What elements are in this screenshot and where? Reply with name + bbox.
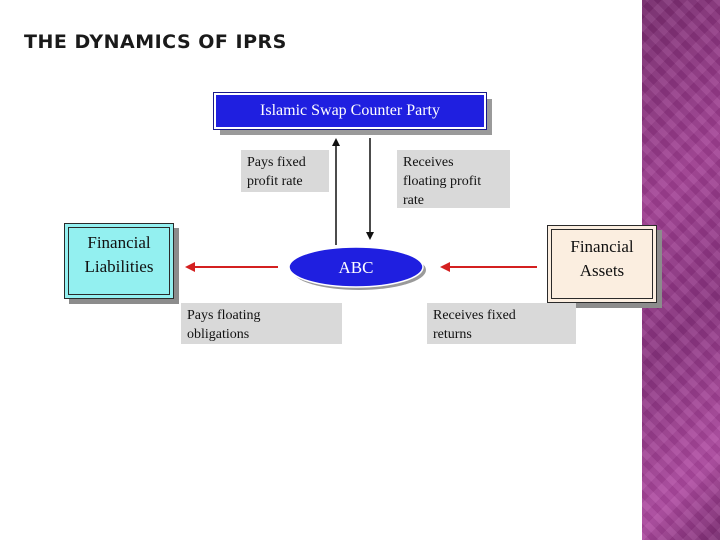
decorative-side-strip [642, 0, 720, 540]
pays-floating-label: Pays floating obligations [181, 303, 342, 344]
abc-label: ABC [339, 258, 374, 277]
receives-fixed-line-2: returns [433, 327, 472, 342]
receives-fixed-label: Receives fixed returns [427, 303, 576, 344]
counterparty-box: Islamic Swap Counter Party [213, 92, 487, 130]
receives-floating-line-3: rate [403, 193, 424, 208]
pays-fixed-label: Pays fixed profit rate [241, 150, 329, 192]
receives-floating-label: Receives floating profit rate [397, 150, 510, 208]
pays-floating-line-2: obligations [187, 327, 250, 342]
abc-node-ellipse [288, 246, 424, 288]
financial-liabilities-box: Financial Liabilities [64, 223, 174, 299]
receives-floating-line-2: floating profit [403, 174, 482, 189]
abc-node: ABC [288, 246, 426, 290]
assets-line-2: Assets [579, 261, 625, 280]
liabilities-line-2: Liabilities [84, 257, 154, 276]
slide-title: THE DYNAMICS OF IPRS [24, 31, 287, 53]
liabilities-line-1: Financial [87, 233, 151, 252]
receives-fixed-line-1: Receives fixed [433, 308, 516, 323]
pays-fixed-line-2: profit rate [247, 174, 303, 189]
receives-floating-line-1: Receives [403, 155, 454, 170]
pays-floating-line-1: Pays floating [187, 308, 261, 323]
counterparty-label: Islamic Swap Counter Party [260, 102, 440, 119]
assets-line-1: Financial [570, 237, 634, 256]
financial-assets-box: Financial Assets [547, 225, 657, 303]
pays-fixed-line-1: Pays fixed [247, 155, 306, 170]
